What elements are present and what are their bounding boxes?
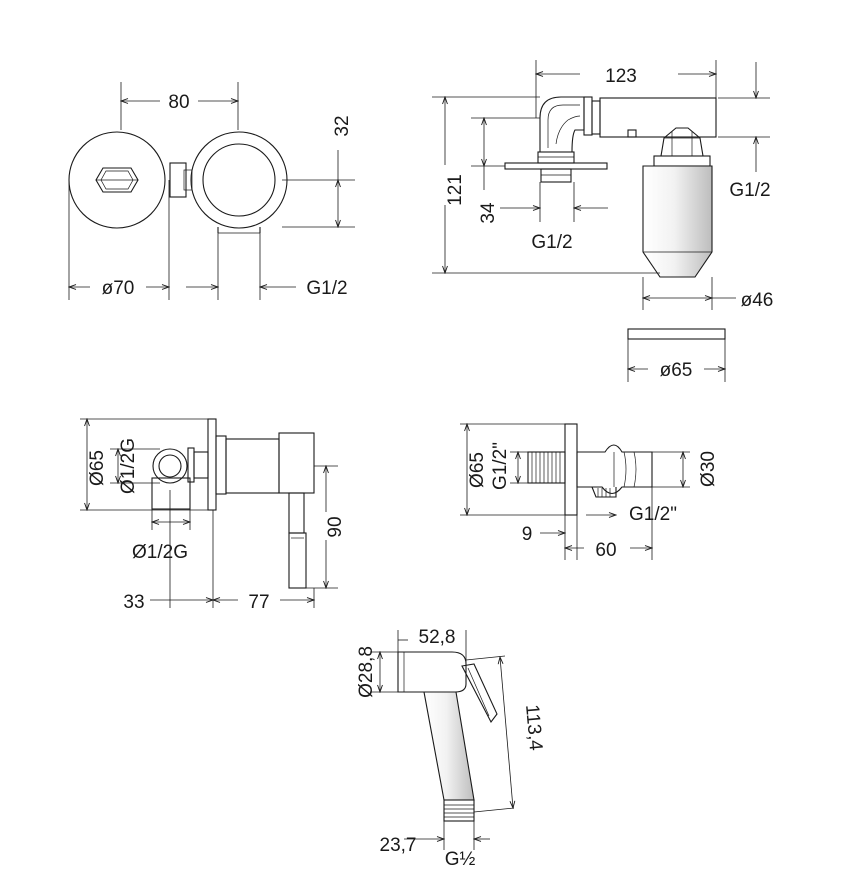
dim-g12-right-label: G1/2 <box>729 180 770 201</box>
lever-grip <box>288 532 307 589</box>
right-valve-inner-ring <box>202 143 276 217</box>
flange-plate <box>207 418 217 511</box>
view-hand-shower: Ø28,8 52,8 113,4 23,7 G½ <box>356 627 546 870</box>
valve-body-tube <box>599 97 717 138</box>
right-valve-body <box>190 131 288 229</box>
dim-d65-label: ø65 <box>660 360 693 381</box>
handle-hub <box>278 432 315 494</box>
dim-d70-label: ø70 <box>102 278 135 299</box>
dim-g12-label: G1/2 <box>306 278 347 299</box>
dim-d65-v4-label: Ø65 <box>467 452 488 488</box>
dim-23-label: 23,7 <box>380 835 417 856</box>
dim-77-label: 77 <box>248 592 269 613</box>
dim-thread-vertical-label: Ø1/2G <box>118 438 139 494</box>
view-valve-lever: Ø65 Ø1/2G Ø1/2G 90 33 77 <box>80 419 346 613</box>
dim-34-label: 34 <box>478 202 499 224</box>
hose-nipple <box>591 486 617 498</box>
dim-thread-bottom-v4-label: G1/2" <box>629 504 677 525</box>
dim-d30-label: Ø30 <box>698 451 719 487</box>
wall-plate <box>504 162 608 170</box>
outlet-flange <box>564 423 578 516</box>
dim-121-label: 121 <box>445 174 466 206</box>
dim-thread-v4-label: G1/2" <box>490 442 511 490</box>
connector-block <box>169 162 187 198</box>
bottom-outlet <box>151 477 191 510</box>
holder-body <box>576 444 653 495</box>
dim-113-label: 113,4 <box>521 704 546 752</box>
rosette-plate <box>627 328 726 340</box>
threaded-stub <box>527 451 566 484</box>
dim-g12-bottom-label: G1/2 <box>531 232 572 253</box>
dim-thread-bottom-label: Ø1/2G <box>132 542 188 563</box>
dim-80-label: 80 <box>168 92 189 113</box>
dim-32-label: 32 <box>332 115 353 136</box>
lever-upper <box>288 492 305 534</box>
dim-g-half-label: G½ <box>445 849 476 870</box>
valve-body <box>225 438 280 494</box>
thread-lines <box>531 452 561 483</box>
view-wall-outlet: Ø65 G1/2" Ø30 G1/2" 9 60 <box>460 424 719 561</box>
dim-90-label: 90 <box>325 516 346 537</box>
dim-60-label: 60 <box>595 540 616 561</box>
hose-connector <box>443 799 475 822</box>
view-side-cartridge: 123 G1/2 121 34 G1/2 ø46 <box>432 60 773 382</box>
trigger-lever <box>461 663 498 724</box>
dim-52-label: 52,8 <box>419 627 456 648</box>
dim-d28-label: Ø28,8 <box>356 646 377 698</box>
dim-33-label: 33 <box>123 592 144 613</box>
dim-123-label: 123 <box>605 66 637 87</box>
cartridge-canister <box>642 165 713 278</box>
dim-d65-v3-label: Ø65 <box>87 450 108 486</box>
dim-9-label: 9 <box>522 524 533 545</box>
view-front-valves: 80 32 ø70 G1/2 <box>69 82 355 300</box>
dim-d46-label: ø46 <box>741 290 774 311</box>
side-port-ring <box>152 448 188 484</box>
shower-head <box>397 651 467 693</box>
shower-handle <box>423 691 475 801</box>
